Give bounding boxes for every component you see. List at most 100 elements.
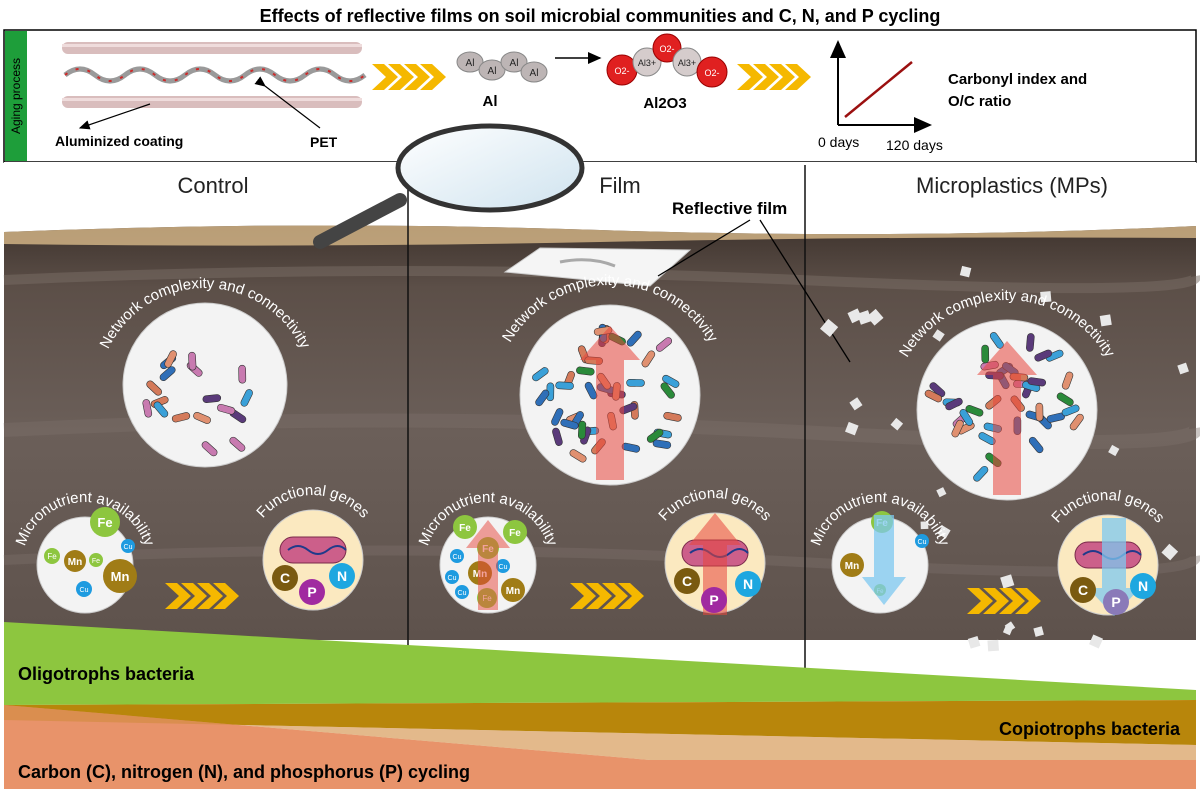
microplastic-fragment <box>987 639 999 652</box>
trend-plot <box>830 40 932 133</box>
cu-f2: Cu <box>448 575 457 582</box>
figure-title: Effects of reflective films on soil micr… <box>260 6 941 26</box>
bacterium-cell <box>217 403 236 415</box>
network-film: Network complexity and connectivity <box>499 272 721 486</box>
bacterium-cell <box>929 382 946 398</box>
microplastic-fragment <box>1161 543 1179 561</box>
bacterium-cell <box>560 418 579 430</box>
aging-tab <box>5 31 27 161</box>
copiotrophs-label: Copiotrophs bacteria <box>999 719 1181 739</box>
al-atom-2: Al <box>488 66 497 77</box>
microplastic-fragment <box>866 308 884 326</box>
mn-small-c: Mn <box>68 557 82 568</box>
magnifier-icon <box>313 123 585 249</box>
bacterium-cell <box>973 465 989 482</box>
bacterium-cell <box>201 441 218 457</box>
fe-small-c2: Fe <box>92 558 100 565</box>
pet-label: PET <box>310 134 338 150</box>
coating-layer-top <box>62 42 362 54</box>
bacterium-cell <box>1028 436 1044 454</box>
fe-f1: Fe <box>459 523 471 534</box>
bacterium-cell <box>164 350 177 368</box>
bacterium-cell <box>945 397 963 411</box>
mn-f2: Mn <box>506 586 520 597</box>
bacterium-cell <box>959 408 974 426</box>
carbonyl-label-1: Carbonyl index and <box>948 71 1087 88</box>
bacterium-cell <box>1045 349 1064 362</box>
coating-pointer <box>78 103 151 130</box>
pet-pointer <box>254 76 321 129</box>
carbonyl-label-2: O/C ratio <box>948 93 1011 110</box>
x-end-label: 120 days <box>886 137 943 153</box>
microplastic-fragment <box>849 397 863 411</box>
microplastic-fragment <box>1177 362 1189 375</box>
bacterium-cell <box>1056 392 1074 406</box>
bacterium-cell <box>153 401 169 418</box>
microplastic-fragment <box>820 318 839 338</box>
bacterium-cell <box>238 364 247 384</box>
o2-atom-3: O2- <box>704 68 719 78</box>
increase-arrow-micronutrient <box>466 520 510 610</box>
aging-side-label: Aging process <box>9 58 23 134</box>
microplastic-fragment <box>959 265 972 278</box>
bacterium-cell <box>146 380 162 396</box>
increase-arrow-network <box>580 326 640 480</box>
al-atom-1: Al <box>466 58 475 69</box>
bacterium-cell <box>551 408 564 426</box>
bacterium-cell <box>965 404 984 417</box>
reflective-film-label: Reflective film <box>672 199 787 218</box>
bacterium-cell <box>663 411 682 422</box>
bacterium-cell <box>951 419 964 438</box>
bacterium-cell <box>646 428 664 443</box>
bacterium-cell <box>662 374 680 388</box>
bacterium-cell <box>188 351 197 371</box>
decrease-arrow-micronutrient <box>862 515 906 605</box>
microplastic-fragment <box>847 308 863 324</box>
bacterium-cell <box>924 389 943 403</box>
soil-surface <box>4 225 1196 246</box>
header-band <box>4 162 1196 230</box>
microplastic-fragment <box>1099 314 1112 327</box>
o2-atom-2: O2- <box>659 44 674 54</box>
bacterium-cell <box>641 350 656 368</box>
cycling-band <box>4 705 1196 789</box>
coating-layer-bottom <box>62 96 362 108</box>
cu-f4: Cu <box>499 564 508 571</box>
bacterium-cell <box>577 420 587 440</box>
al3-atom-2: Al3+ <box>678 58 696 68</box>
bacterium-cell <box>1061 404 1080 417</box>
panel-title-control: Control <box>178 173 249 198</box>
al-atom-3: Al <box>510 58 519 69</box>
microplastic-fragment <box>1089 634 1104 649</box>
bacterium-cell <box>569 449 587 463</box>
bacterium-cell <box>171 412 191 423</box>
bacterium-cell <box>229 436 246 452</box>
increase-arrow-genes <box>689 513 741 615</box>
cycling-label: Carbon (C), nitrogen (N), and phosphorus… <box>18 762 470 782</box>
bacterium-cell <box>202 394 222 403</box>
c-film: C <box>682 573 692 589</box>
increase-arrow-network-mps <box>977 341 1037 495</box>
panel-title-mps: Microplastics (MPs) <box>916 173 1108 198</box>
pet-chain <box>63 66 367 84</box>
n-mps: N <box>1138 578 1148 594</box>
microplastic-fragment <box>845 421 859 436</box>
trend-line <box>844 61 913 118</box>
al-label: Al <box>483 93 498 110</box>
microplastic-fragment <box>1040 291 1052 303</box>
bacterium-cell <box>626 379 645 387</box>
microplastic-fragments <box>820 265 1189 652</box>
microplastic-fragment <box>1002 625 1013 636</box>
panel-title-film: Film <box>599 173 641 198</box>
cu-f3: Cu <box>458 590 467 597</box>
bacterium-cell <box>1027 377 1047 387</box>
bacterium-cell <box>555 381 574 390</box>
bacterium-cell <box>1035 402 1044 422</box>
microplastic-fragment <box>932 329 945 342</box>
reflective-film-piece <box>503 247 692 287</box>
bacterium-cell <box>652 439 672 449</box>
microplastic-fragment <box>920 521 929 530</box>
bacterium-cell <box>142 399 153 418</box>
al-atoms: Al Al Al Al <box>456 51 548 83</box>
